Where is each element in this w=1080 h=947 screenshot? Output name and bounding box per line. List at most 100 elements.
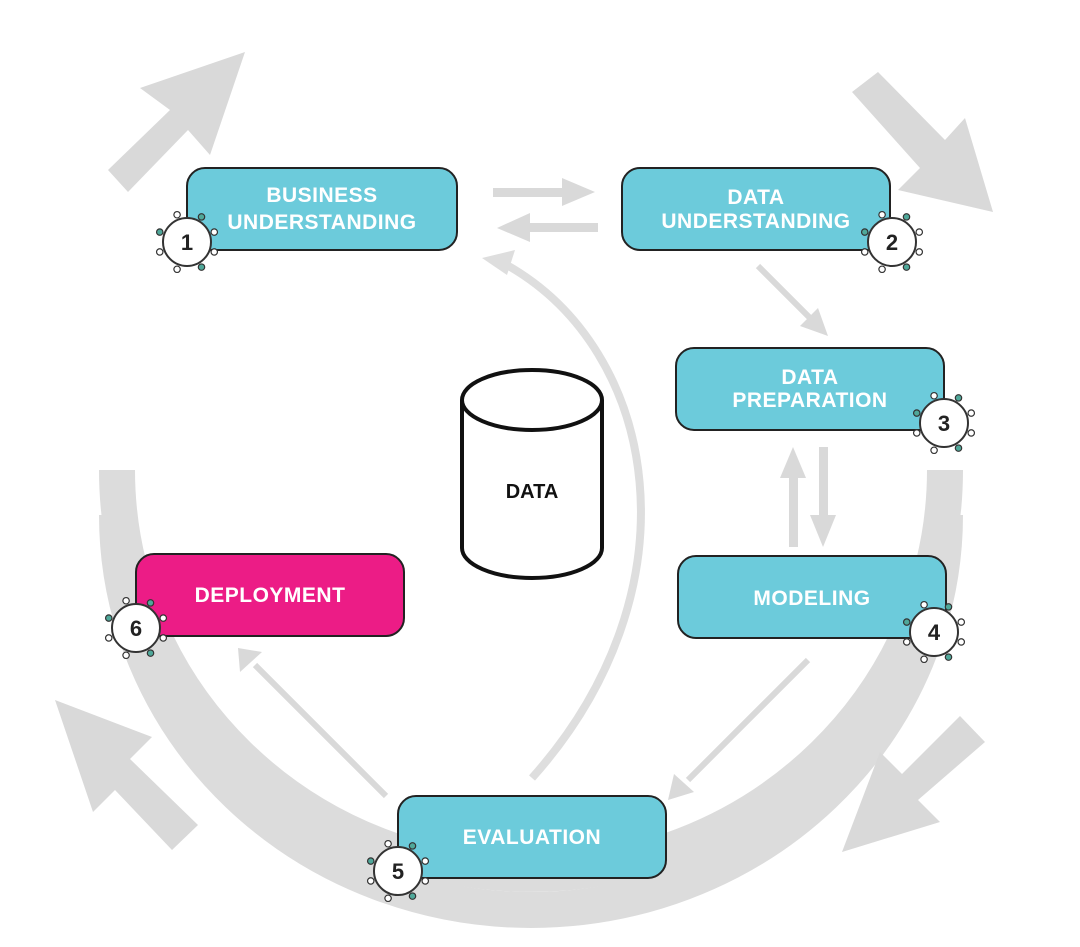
badge-dot	[366, 877, 375, 885]
badge-dot	[902, 638, 911, 646]
badge-circle	[373, 846, 423, 896]
phase-label-line2: UNDERSTANDING	[227, 211, 416, 234]
badge-dot	[122, 596, 130, 605]
badge-dot	[210, 228, 219, 236]
badge-number: 1	[181, 230, 193, 255]
phase-label-line1: DATA	[781, 366, 838, 389]
arrow-icon-preparation-to-modeling	[810, 447, 836, 547]
arrow-icon-data-to-bus	[497, 213, 598, 242]
badge-dot	[408, 842, 417, 850]
badge-number: 2	[886, 230, 898, 255]
badge-circle	[919, 398, 969, 448]
badge-dot	[159, 634, 168, 642]
step-badges: 1 2 3 4 5 6	[104, 210, 976, 903]
badge-dot	[920, 655, 928, 664]
arrow-icon-evaluation-to-deployment	[238, 648, 389, 799]
badge-dot	[408, 892, 417, 900]
step-badge-4: 4	[902, 600, 966, 664]
badge-dot	[878, 265, 886, 274]
badge-dot	[915, 228, 924, 236]
badge-dot	[155, 228, 164, 236]
step-badge-1: 1	[155, 210, 219, 274]
badge-dot	[146, 649, 155, 657]
data-cylinder: DATA	[460, 368, 604, 580]
step-badge-5: 5	[366, 839, 430, 903]
arrow-icon-bus-to-data	[493, 178, 595, 206]
badge-dot	[366, 857, 375, 865]
badge-dot	[197, 213, 206, 221]
flow-arrows	[238, 178, 836, 800]
badge-dot	[902, 618, 911, 626]
badge-dot	[104, 614, 113, 622]
badge-dot	[930, 446, 938, 455]
phase-label: MODELING	[753, 587, 870, 610]
badge-dot	[944, 603, 953, 611]
phase-label: DEPLOYMENT	[195, 584, 346, 607]
step-badge-3: 3	[912, 391, 976, 455]
phase-label-line2: UNDERSTANDING	[661, 210, 850, 233]
phase-evaluation[interactable]: EVALUATION	[397, 795, 667, 879]
arrow-icon-evaluation-to-business	[482, 250, 645, 781]
badge-dot	[957, 638, 966, 646]
badge-circle	[162, 217, 212, 267]
phase-modeling[interactable]: MODELING	[677, 555, 947, 639]
badge-dot	[944, 653, 953, 661]
badge-dot	[902, 213, 911, 221]
phase-business-understanding[interactable]: BUSINESS UNDERSTANDING	[186, 167, 458, 251]
badge-dot	[173, 210, 181, 219]
badge-dot	[954, 394, 963, 402]
badge-dot	[878, 210, 886, 219]
badge-dot	[421, 857, 430, 865]
phase-label-line2: PREPARATION	[732, 389, 887, 412]
badge-dot	[173, 265, 181, 274]
arrow-icon-bottom-left	[55, 700, 198, 850]
badge-circle	[867, 217, 917, 267]
badge-number: 6	[130, 616, 142, 641]
badge-number: 3	[938, 411, 950, 436]
badge-dot	[930, 391, 938, 400]
arrow-icon-top-right	[852, 72, 993, 212]
arrow-icon-bottom-right	[842, 716, 985, 852]
badge-dot	[155, 248, 164, 256]
phase-data-preparation[interactable]: DATA PREPARATION	[675, 347, 945, 431]
badge-dot	[384, 839, 392, 848]
badge-circle	[909, 607, 959, 657]
phase-data-understanding[interactable]: DATA UNDERSTANDING	[621, 167, 891, 251]
arrow-icon-understanding-to-preparation	[755, 263, 828, 336]
badge-dot	[860, 228, 869, 236]
arrow-icon-modeling-to-evaluation	[668, 657, 811, 800]
badge-dot	[967, 429, 976, 437]
badge-circle	[111, 603, 161, 653]
badge-dot	[912, 429, 921, 437]
badge-dot	[104, 634, 113, 642]
data-label: DATA	[506, 481, 559, 503]
badge-number: 5	[392, 859, 404, 884]
corner-arrows	[55, 52, 993, 852]
phase-label: EVALUATION	[463, 826, 601, 849]
badge-dot	[902, 263, 911, 271]
badge-dot	[159, 614, 168, 622]
step-badge-6: 6	[104, 596, 168, 660]
arrow-icon-modeling-to-preparation	[780, 447, 806, 547]
badge-dot	[122, 651, 130, 660]
badge-number: 4	[928, 620, 941, 645]
badge-dot	[210, 248, 219, 256]
badge-dot	[920, 600, 928, 609]
badge-dot	[957, 618, 966, 626]
badge-dot	[954, 444, 963, 452]
arrow-icon-top-left	[108, 52, 245, 192]
cycle-arc-left	[99, 514, 963, 928]
badge-dot	[860, 248, 869, 256]
badge-dot	[197, 263, 206, 271]
phase-deployment[interactable]: DEPLOYMENT	[135, 553, 405, 637]
step-badge-2: 2	[860, 210, 924, 274]
badge-dot	[421, 877, 430, 885]
phase-label-line1: BUSINESS	[266, 184, 377, 207]
badge-dot	[384, 894, 392, 903]
badge-dot	[915, 248, 924, 256]
badge-dot	[967, 409, 976, 417]
badge-dot	[146, 599, 155, 607]
phase-label-line1: DATA	[727, 186, 784, 209]
badge-dot	[912, 409, 921, 417]
